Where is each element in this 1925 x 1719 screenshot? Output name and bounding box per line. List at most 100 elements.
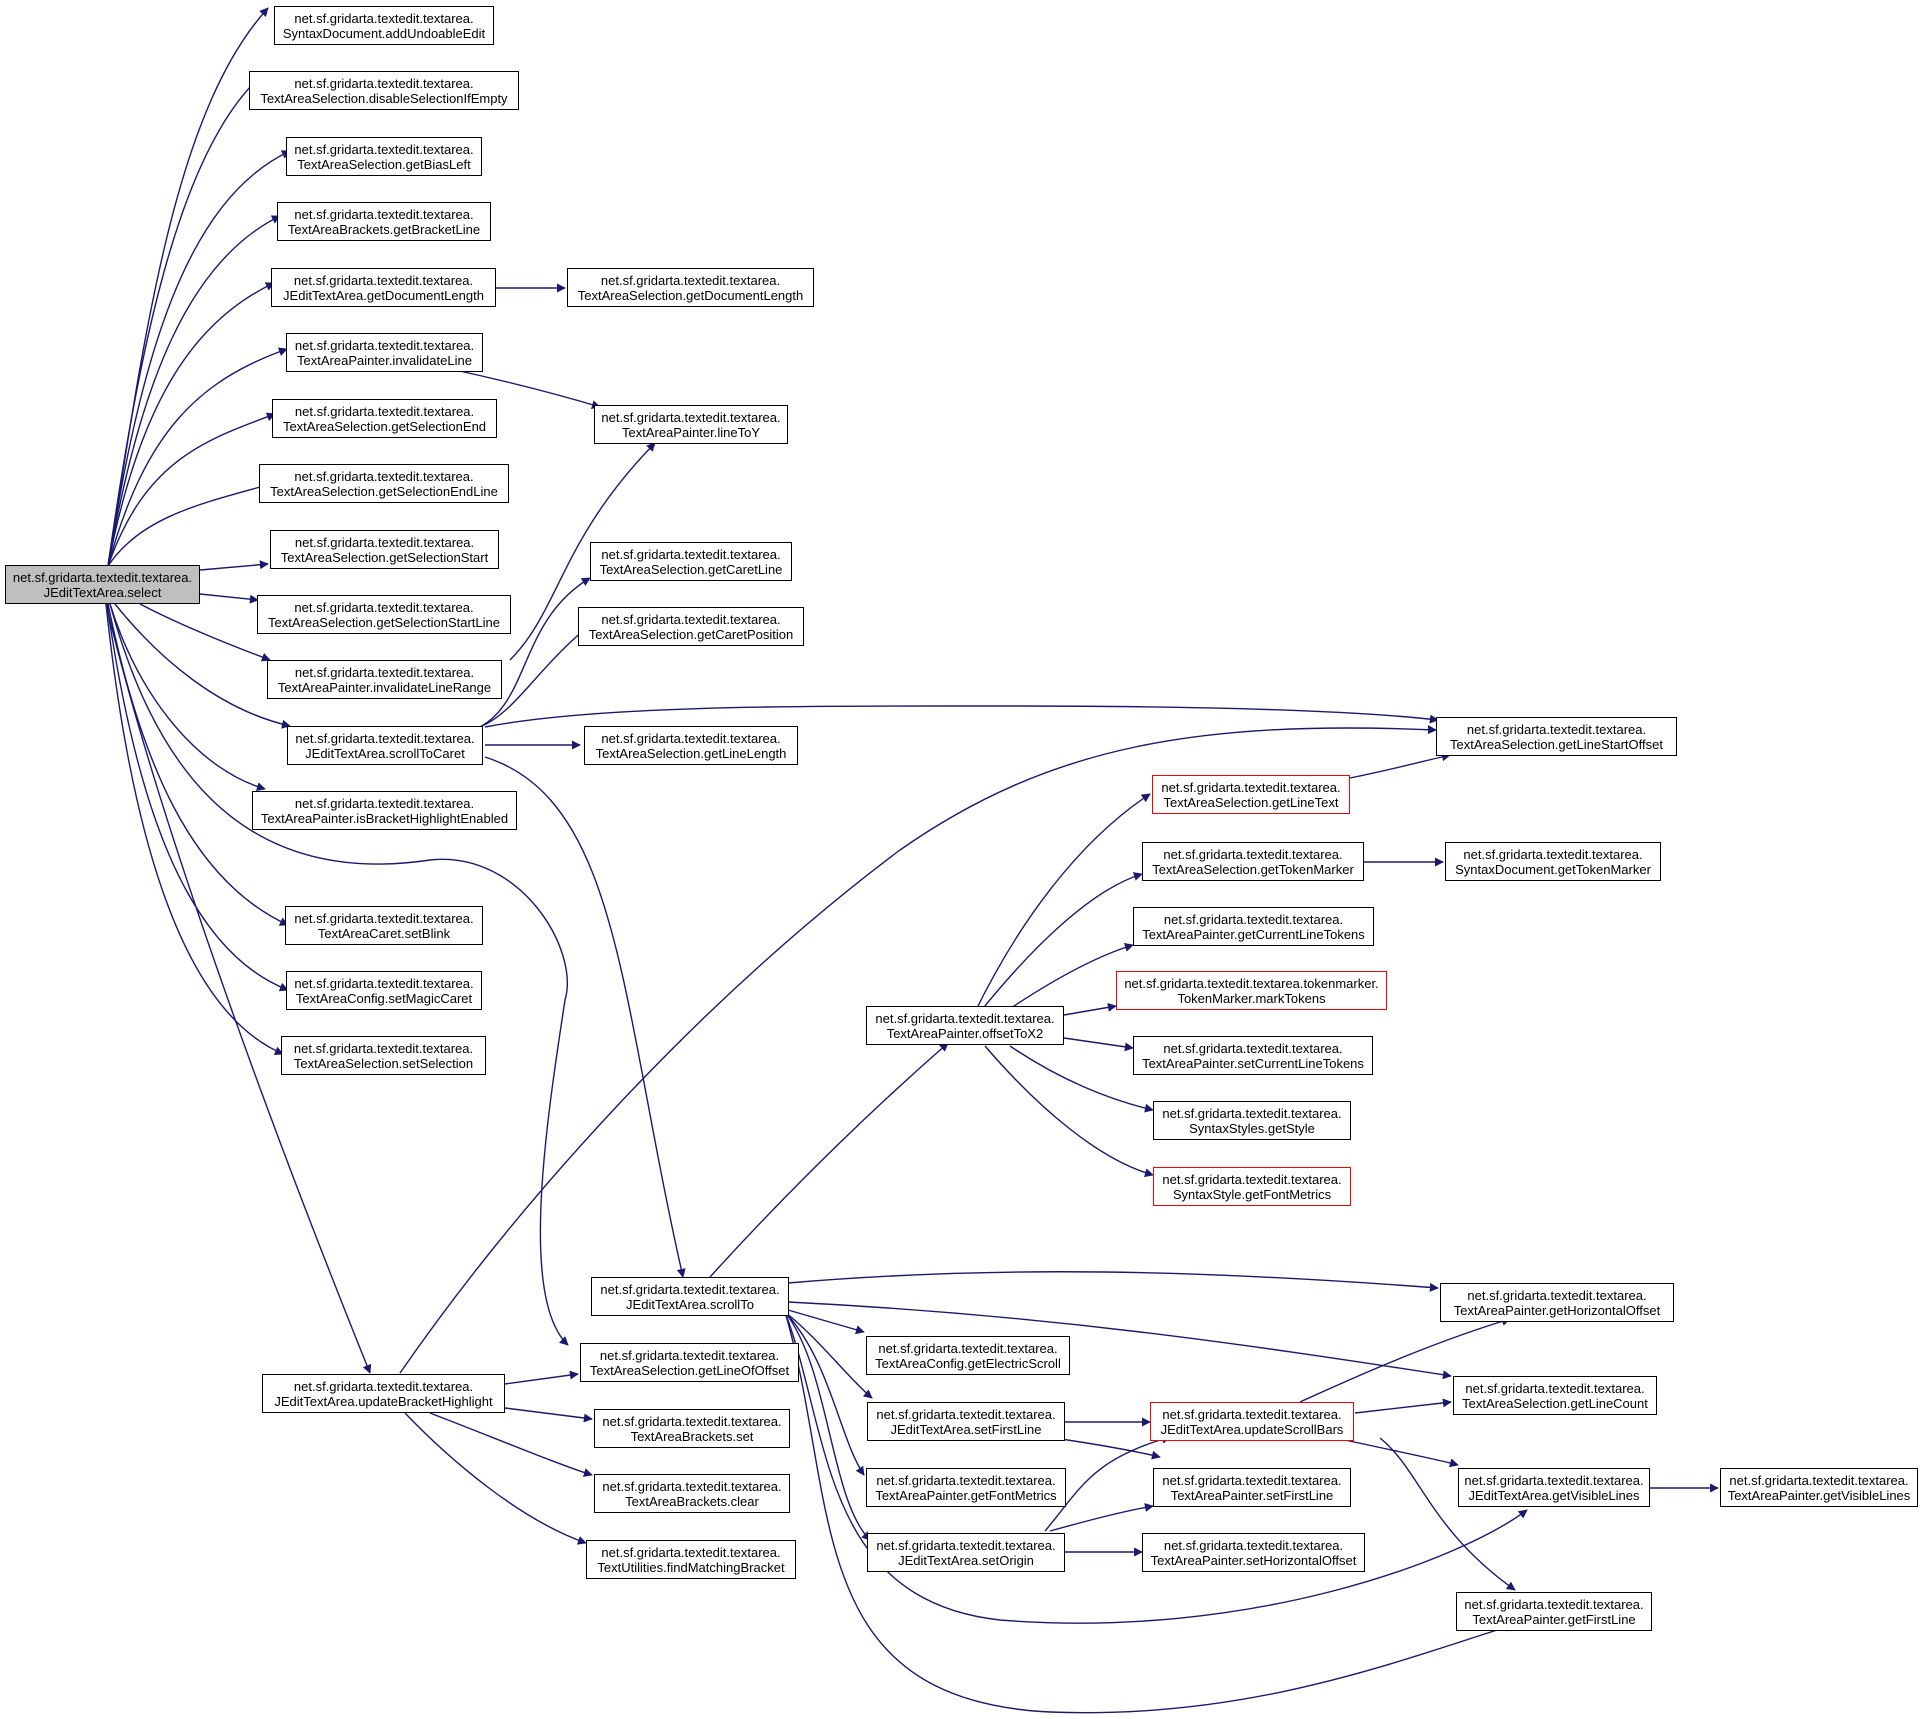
edge-select-disableSelectionIfEmpty (107, 74, 263, 567)
node-syntaxstyles-getstyle[interactable]: net.sf.gridarta.textedit.textarea.Syntax… (1153, 1101, 1351, 1140)
edge-select-getSelectionEnd (107, 412, 276, 567)
edge-scrollTo-setOrigin (784, 1311, 871, 1541)
edge-scrollToCaret-scrollTo (484, 756, 686, 1278)
node-textareaselection-getlinestartoffset[interactable]: net.sf.gridarta.textedit.textarea.TextAr… (1436, 717, 1677, 756)
edge-scrollTo-getElectricScroll (787, 1309, 865, 1335)
edge-scrollTo-getHorizontalOffset (787, 1271, 1439, 1292)
edge-select-invalidateLine (107, 347, 288, 567)
node-textareaconfig-getelectricscroll[interactable]: net.sf.gridarta.textedit.textarea.TextAr… (866, 1336, 1070, 1375)
node-jedittextarea-updatescrollbars[interactable]: net.sf.gridarta.textedit.textarea.JEditT… (1150, 1402, 1354, 1441)
edge-select-updateBracketHighlight (105, 603, 372, 1374)
node-textareaselection-getlinelength[interactable]: net.sf.gridarta.textedit.textarea.TextAr… (584, 726, 798, 765)
node-textareapainter-setcurrentlinetokens[interactable]: net.sf.gridarta.textedit.textarea.TextAr… (1133, 1036, 1373, 1075)
node-textareapainter-gethorizontaloffset[interactable]: net.sf.gridarta.textedit.textarea.TextAr… (1440, 1283, 1674, 1322)
edge-select-getSelectionStart (199, 560, 269, 571)
node-textareapainter-getvisiblelines[interactable]: net.sf.gridarta.textedit.textarea.TextAr… (1720, 1468, 1918, 1507)
edge-select-jetaGetDocumentLength (107, 282, 275, 567)
edge-select-scrollToCaret (114, 603, 291, 729)
node-textareapainter-invalidatelinerange[interactable]: net.sf.gridarta.textedit.textarea.TextAr… (267, 660, 502, 699)
edge-scrollTo-jetaSetFirstLine (784, 1311, 873, 1399)
node-textareacaret-setblink[interactable]: net.sf.gridarta.textedit.textarea.TextAr… (285, 906, 483, 945)
node-textareaconfig-setmagiccaret[interactable]: net.sf.gridarta.textedit.textarea.TextAr… (286, 971, 482, 1010)
node-textareaselection-getselectionend[interactable]: net.sf.gridarta.textedit.textarea.TextAr… (272, 399, 497, 438)
edge-select-getSelectionStartLine (199, 593, 259, 604)
node-textareapainter-sethorizontaloffset[interactable]: net.sf.gridarta.textedit.textarea.TextAr… (1142, 1533, 1365, 1572)
node-textareapainter-setfirstline[interactable]: net.sf.gridarta.textedit.textarea.TextAr… (1153, 1468, 1351, 1507)
edge-select-setBlink (107, 603, 289, 926)
node-textareaselection-gettokenmarker[interactable]: net.sf.gridarta.textedit.textarea.TextAr… (1142, 842, 1364, 881)
edge-select-setMagicCaret (106, 603, 289, 992)
node-jedittextarea-scrolltocaret[interactable]: net.sf.gridarta.textedit.textarea.JEditT… (287, 726, 483, 765)
node-textutilities-findmatchingbracket[interactable]: net.sf.gridarta.textedit.textarea.TextUt… (586, 1540, 796, 1579)
node-textareapainter-invalidateline[interactable]: net.sf.gridarta.textedit.textarea.TextAr… (286, 333, 483, 372)
node-textareapainter-getcurrentlinetokens[interactable]: net.sf.gridarta.textedit.textarea.TextAr… (1133, 907, 1374, 946)
node-textareaselection-getlinetext[interactable]: net.sf.gridarta.textedit.textarea.TextAr… (1152, 775, 1350, 814)
edge-offsetToX2-getCurrentLineTokens (1004, 943, 1134, 1013)
edge-offsetToX2-setCurrentLineTokens (1063, 1037, 1134, 1052)
edge-updateScrollBars-jetaGetVisibleLines (1344, 1439, 1459, 1468)
edge-updateBracketHighlight-getLineOfOffset (504, 1370, 579, 1385)
node-textareabrackets-getbracketline[interactable]: net.sf.gridarta.textedit.textarea.TextAr… (277, 202, 491, 241)
node-textareapainter-getfirstline[interactable]: net.sf.gridarta.textedit.textarea.TextAr… (1456, 1592, 1652, 1631)
node-textareaselection-getdocumentlength[interactable]: net.sf.gridarta.textedit.textarea.TextAr… (567, 268, 814, 307)
edge-offsetToX2-markTokens (1063, 1002, 1117, 1016)
node-syntaxdocument-addundoableedit[interactable]: net.sf.gridarta.textedit.textarea.Syntax… (274, 6, 494, 45)
edge-select-addUndoableEdit (107, 7, 269, 567)
node-textareaselection-getlinecount[interactable]: net.sf.gridarta.textedit.textarea.TextAr… (1453, 1376, 1657, 1415)
node-tokenmarker-marktokens[interactable]: net.sf.gridarta.textedit.textarea.tokenm… (1116, 971, 1387, 1010)
node-jedittextarea-getvisiblelines[interactable]: net.sf.gridarta.textedit.textarea.JEditT… (1458, 1468, 1650, 1507)
edge-updateBracketHighlight-bracketsSet (504, 1407, 593, 1423)
node-textareaselection-getcaretline[interactable]: net.sf.gridarta.textedit.textarea.TextAr… (590, 542, 792, 581)
node-textareapainter-linetoy[interactable]: net.sf.gridarta.textedit.textarea.TextAr… (594, 405, 788, 444)
edge-offsetToX2-getFontMetricsStyle (984, 1045, 1154, 1178)
node-textareaselection-setselection[interactable]: net.sf.gridarta.textedit.textarea.TextAr… (281, 1036, 486, 1075)
edge-scrollTo-painterGetFontMetrics (784, 1311, 865, 1476)
node-jedittextarea-getdocumentlength[interactable]: net.sf.gridarta.textedit.textarea.JEditT… (271, 268, 496, 307)
node-textareapainter-getfontmetrics[interactable]: net.sf.gridarta.textedit.textarea.TextAr… (866, 1468, 1066, 1507)
node-jedittextarea-scrollto[interactable]: net.sf.gridarta.textedit.textarea.JEditT… (591, 1277, 789, 1316)
edge-updateBracketHighlight-bracketsClear (429, 1412, 593, 1477)
edge-getLineText-getLineStartOffset (1349, 752, 1451, 779)
node-textareaselection-getbiasleft[interactable]: net.sf.gridarta.textedit.textarea.TextAr… (286, 137, 482, 176)
edge-setOrigin-updateScrollBars (1044, 1434, 1171, 1532)
edge-scrollToCaret-getCaretLine (479, 577, 591, 728)
node-syntaxstyle-getfontmetrics[interactable]: net.sf.gridarta.textedit.textarea.Syntax… (1153, 1167, 1351, 1206)
edge-select-getBiasLeft (107, 150, 291, 567)
edge-updateScrollBars-getHorizontalOffset (1299, 1317, 1511, 1403)
node-textareabrackets-clear[interactable]: net.sf.gridarta.textedit.textarea.TextAr… (594, 1474, 790, 1513)
edge-setOrigin-painterSetFirstLine (1049, 1503, 1154, 1532)
edge-scrollTo-jetaGetVisibleLines (784, 1311, 1528, 1624)
edge-offsetToX2-selGetTokenMarker (979, 872, 1143, 1013)
edge-select-invalidateLineRange (139, 603, 271, 662)
node-syntaxdocument-gettokenmarker[interactable]: net.sf.gridarta.textedit.textarea.Syntax… (1445, 842, 1661, 881)
edge-scrollTo-getLineCount (787, 1301, 1452, 1380)
edge-select-getBracketLine (107, 215, 281, 567)
edge-updateScrollBars-painterGetFirstLine (1379, 1437, 1516, 1591)
node-textareaselection-getlineofoffset[interactable]: net.sf.gridarta.textedit.textarea.TextAr… (580, 1343, 799, 1382)
edge-scrollTo-offsetToX2 (709, 1042, 949, 1278)
node-textareapainter-isbrackethighlightenabled[interactable]: net.sf.gridarta.textedit.textarea.TextAr… (252, 791, 517, 830)
node-jedittextarea-select[interactable]: net.sf.gridarta.textedit.textarea.JEditT… (5, 565, 200, 604)
edge-select-isBracketHighlightEnabled (109, 603, 266, 792)
edge-updateBracketHighlight-findMatchingBracket (404, 1412, 587, 1545)
node-textareapainter-offsettox2[interactable]: net.sf.gridarta.textedit.textarea.TextAr… (866, 1006, 1064, 1045)
node-jedittextarea-setfirstline[interactable]: net.sf.gridarta.textedit.textarea.JEditT… (867, 1402, 1065, 1441)
edge-scrollToCaret-getLineStartOffset (484, 705, 1439, 728)
node-jedittextarea-updatebrackethighlight[interactable]: net.sf.gridarta.textedit.textarea.JEditT… (262, 1374, 505, 1413)
edge-updateScrollBars-getLineCount (1354, 1398, 1452, 1414)
node-textareaselection-disableselectionifempty[interactable]: net.sf.gridarta.textedit.textarea.TextAr… (249, 71, 519, 110)
node-textareaselection-getselectionstart[interactable]: net.sf.gridarta.textedit.textarea.TextAr… (270, 530, 499, 569)
edge-updateBracketHighlight-getLineStartOffset (399, 725, 1437, 1374)
edge-offsetToX2-getLineText (974, 793, 1151, 1013)
node-textareaselection-getselectionendline[interactable]: net.sf.gridarta.textedit.textarea.TextAr… (259, 464, 509, 503)
node-textareaselection-getselectionstartline[interactable]: net.sf.gridarta.textedit.textarea.TextAr… (257, 595, 511, 634)
edge-select-setSelection (105, 603, 284, 1055)
edge-invalidateLine-lineToY (454, 369, 601, 409)
node-textareaselection-getcaretposition[interactable]: net.sf.gridarta.textedit.textarea.TextAr… (578, 607, 804, 646)
edge-invalidateLineRange-lineToY (509, 442, 656, 661)
edge-select-getLineOfOffset (109, 603, 569, 1346)
node-jedittextarea-setorigin[interactable]: net.sf.gridarta.textedit.textarea.JEditT… (867, 1533, 1065, 1572)
edge-offsetToX2-getStyle (1009, 1045, 1154, 1113)
node-textareabrackets-set[interactable]: net.sf.gridarta.textedit.textarea.TextAr… (594, 1409, 790, 1448)
